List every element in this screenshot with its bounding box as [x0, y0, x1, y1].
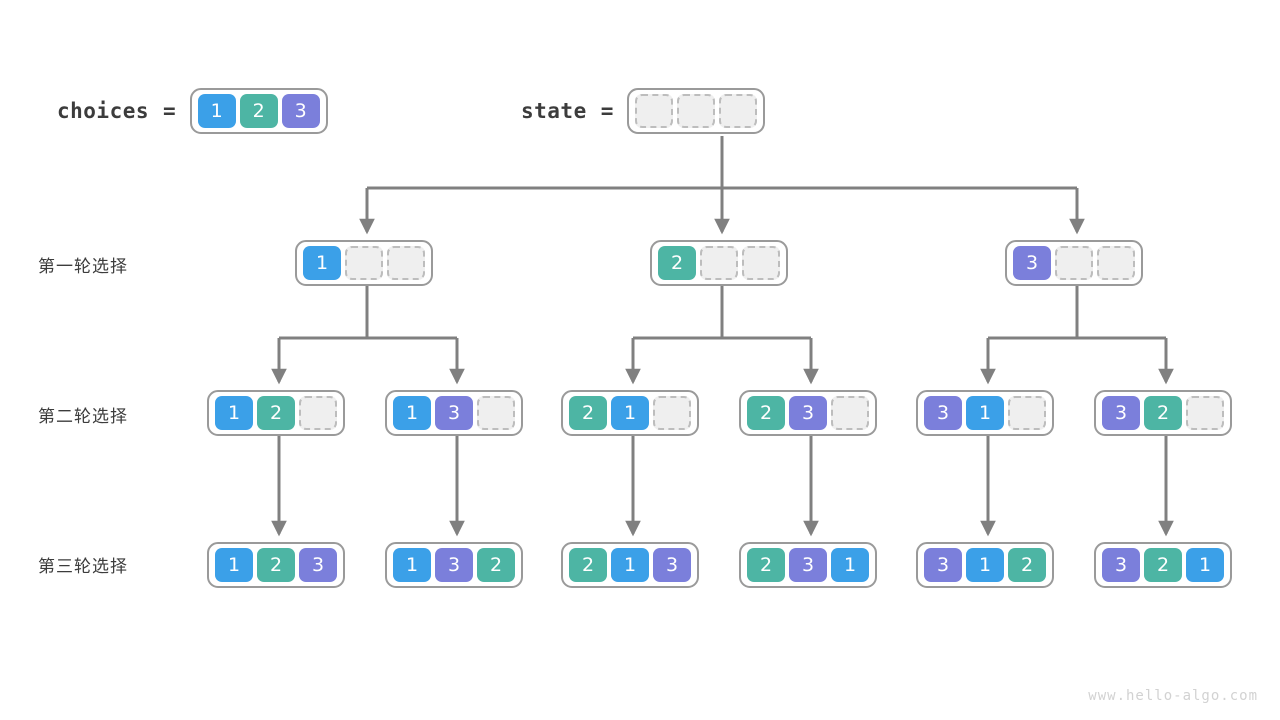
node-l2-0-cell-0: 1: [215, 396, 253, 430]
node-l3-4-cell-2: 2: [1008, 548, 1046, 582]
node-l1-1-cell-2: [742, 246, 780, 280]
node-l2-0: 1 2: [207, 390, 345, 436]
node-l1-2-cell-2: [1097, 246, 1135, 280]
row-label-round-2: 第二轮选择: [38, 407, 128, 427]
node-l3-3-cell-1: 3: [789, 548, 827, 582]
node-l3-1: 1 3 2: [385, 542, 523, 588]
node-l3-3-cell-2: 1: [831, 548, 869, 582]
state-cell-1: [677, 94, 716, 128]
node-l3-5: 3 2 1: [1094, 542, 1232, 588]
node-l2-1-cell-0: 1: [393, 396, 431, 430]
node-l3-0-cell-1: 2: [257, 548, 295, 582]
node-l3-2-cell-1: 1: [611, 548, 649, 582]
node-l2-2: 2 1: [561, 390, 699, 436]
choices-label: choices: [57, 99, 150, 123]
node-l3-3-cell-0: 2: [747, 548, 785, 582]
node-l3-5-cell-2: 1: [1186, 548, 1224, 582]
node-l3-1-cell-0: 1: [393, 548, 431, 582]
node-l2-0-cell-1: 2: [257, 396, 295, 430]
node-l3-4-cell-0: 3: [924, 548, 962, 582]
node-l3-0: 1 2 3: [207, 542, 345, 588]
node-l2-3-cell-1: 3: [789, 396, 827, 430]
node-l2-4-cell-1: 1: [966, 396, 1004, 430]
node-l3-1-cell-1: 3: [435, 548, 473, 582]
node-l1-1-cell-0: 2: [658, 246, 696, 280]
node-l2-4-cell-2: [1008, 396, 1046, 430]
node-l3-2: 2 1 3: [561, 542, 699, 588]
state-assignment: state =: [521, 88, 766, 134]
node-l3-5-cell-1: 2: [1144, 548, 1182, 582]
row-label-round-1: 第一轮选择: [38, 257, 128, 277]
node-l2-2-cell-1: 1: [611, 396, 649, 430]
node-l2-3-cell-2: [831, 396, 869, 430]
choices-array: 1 2 3: [189, 88, 328, 134]
node-l2-2-cell-2: [653, 396, 691, 430]
node-l3-1-cell-2: 2: [477, 548, 515, 582]
node-l2-0-cell-2: [299, 396, 337, 430]
state-cell-2: [719, 94, 758, 128]
choices-cell-0: 1: [197, 94, 236, 128]
node-l3-4-cell-1: 1: [966, 548, 1004, 582]
node-l2-5-cell-1: 2: [1144, 396, 1182, 430]
choices-cell-1: 2: [239, 94, 278, 128]
node-l2-1-cell-2: [477, 396, 515, 430]
row-label-round-3: 第三轮选择: [38, 557, 128, 577]
node-l1-2-cell-0: 3: [1013, 246, 1051, 280]
node-l2-3: 2 3: [739, 390, 877, 436]
node-l2-2-cell-0: 2: [569, 396, 607, 430]
node-l3-0-cell-2: 3: [299, 548, 337, 582]
choices-equals-sign: =: [163, 99, 176, 123]
node-l2-5: 3 2: [1094, 390, 1232, 436]
node-l1-2-cell-1: [1055, 246, 1093, 280]
node-l3-2-cell-0: 2: [569, 548, 607, 582]
node-l1-2: 3: [1005, 240, 1143, 286]
node-l3-2-cell-2: 3: [653, 548, 691, 582]
node-l3-0-cell-0: 1: [215, 548, 253, 582]
state-equals-sign: =: [600, 99, 614, 123]
node-l2-5-cell-2: [1186, 396, 1224, 430]
choices-assignment: choices = 1 2 3: [57, 88, 328, 134]
node-l2-3-cell-0: 2: [747, 396, 785, 430]
node-l1-1-cell-1: [700, 246, 738, 280]
node-l3-3: 2 3 1: [739, 542, 877, 588]
node-l2-5-cell-0: 3: [1102, 396, 1140, 430]
node-l1-0-cell-2: [387, 246, 425, 280]
choices-cell-2: 3: [281, 94, 320, 128]
node-l1-0-cell-0: 1: [303, 246, 341, 280]
node-l2-4: 3 1: [916, 390, 1054, 436]
node-l1-0-cell-1: [345, 246, 383, 280]
node-l3-5-cell-0: 3: [1102, 548, 1140, 582]
state-cell-0: [635, 94, 674, 128]
node-l1-1: 2: [650, 240, 788, 286]
node-l2-4-cell-0: 3: [924, 396, 962, 430]
node-l2-1-cell-1: 3: [435, 396, 473, 430]
node-l3-4: 3 1 2: [916, 542, 1054, 588]
state-label: state: [521, 99, 587, 123]
node-l1-0: 1: [295, 240, 433, 286]
node-l2-1: 1 3: [385, 390, 523, 436]
state-array: [627, 88, 766, 134]
site-watermark: www.hello-algo.com: [1088, 688, 1258, 704]
